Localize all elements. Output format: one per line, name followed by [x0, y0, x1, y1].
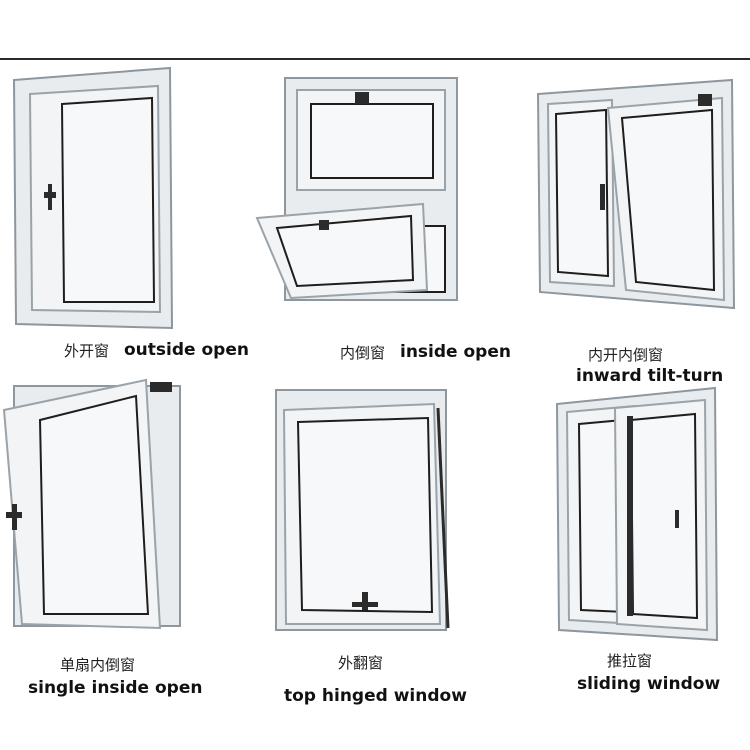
- caption-cn: 推拉窗: [607, 652, 653, 670]
- sliding-window-icon: [555, 386, 719, 642]
- window-item-top-hinged: 外翻窗 top hinged window: [262, 388, 467, 705]
- caption-cn: 外翻窗: [338, 654, 384, 672]
- window-item-outside-open: 外开窗 outside open: [12, 66, 249, 359]
- window-item-tilt-turn: 内开内倒窗 inward tilt-turn: [536, 78, 736, 385]
- casement-window-icon: [12, 66, 174, 330]
- caption-en: inward tilt-turn: [576, 366, 724, 386]
- caption-cn: 内倒窗: [340, 344, 386, 362]
- caption-en: inside open: [400, 342, 511, 362]
- hopper-window-icon: [255, 77, 458, 301]
- caption-en: single inside open: [28, 678, 203, 698]
- window-item-sliding: 推拉窗 sliding window: [555, 386, 723, 693]
- caption-en: top hinged window: [284, 686, 467, 706]
- awning-window-icon: [275, 389, 450, 631]
- tilt-turn-window-icon: [536, 78, 736, 310]
- top-divider: [0, 58, 750, 60]
- single-tilt-window-icon: [2, 378, 181, 630]
- caption-cn: 外开窗: [64, 342, 110, 360]
- window-item-inside-open: 内倒窗 inside open: [255, 76, 511, 361]
- caption-cn: 内开内倒窗: [588, 346, 664, 364]
- caption-en: outside open: [124, 340, 249, 360]
- caption-cn: 单扇内倒窗: [60, 656, 136, 674]
- caption-en: sliding window: [577, 674, 721, 694]
- window-item-single-inside-open: 单扇内倒窗 single inside open: [2, 378, 202, 697]
